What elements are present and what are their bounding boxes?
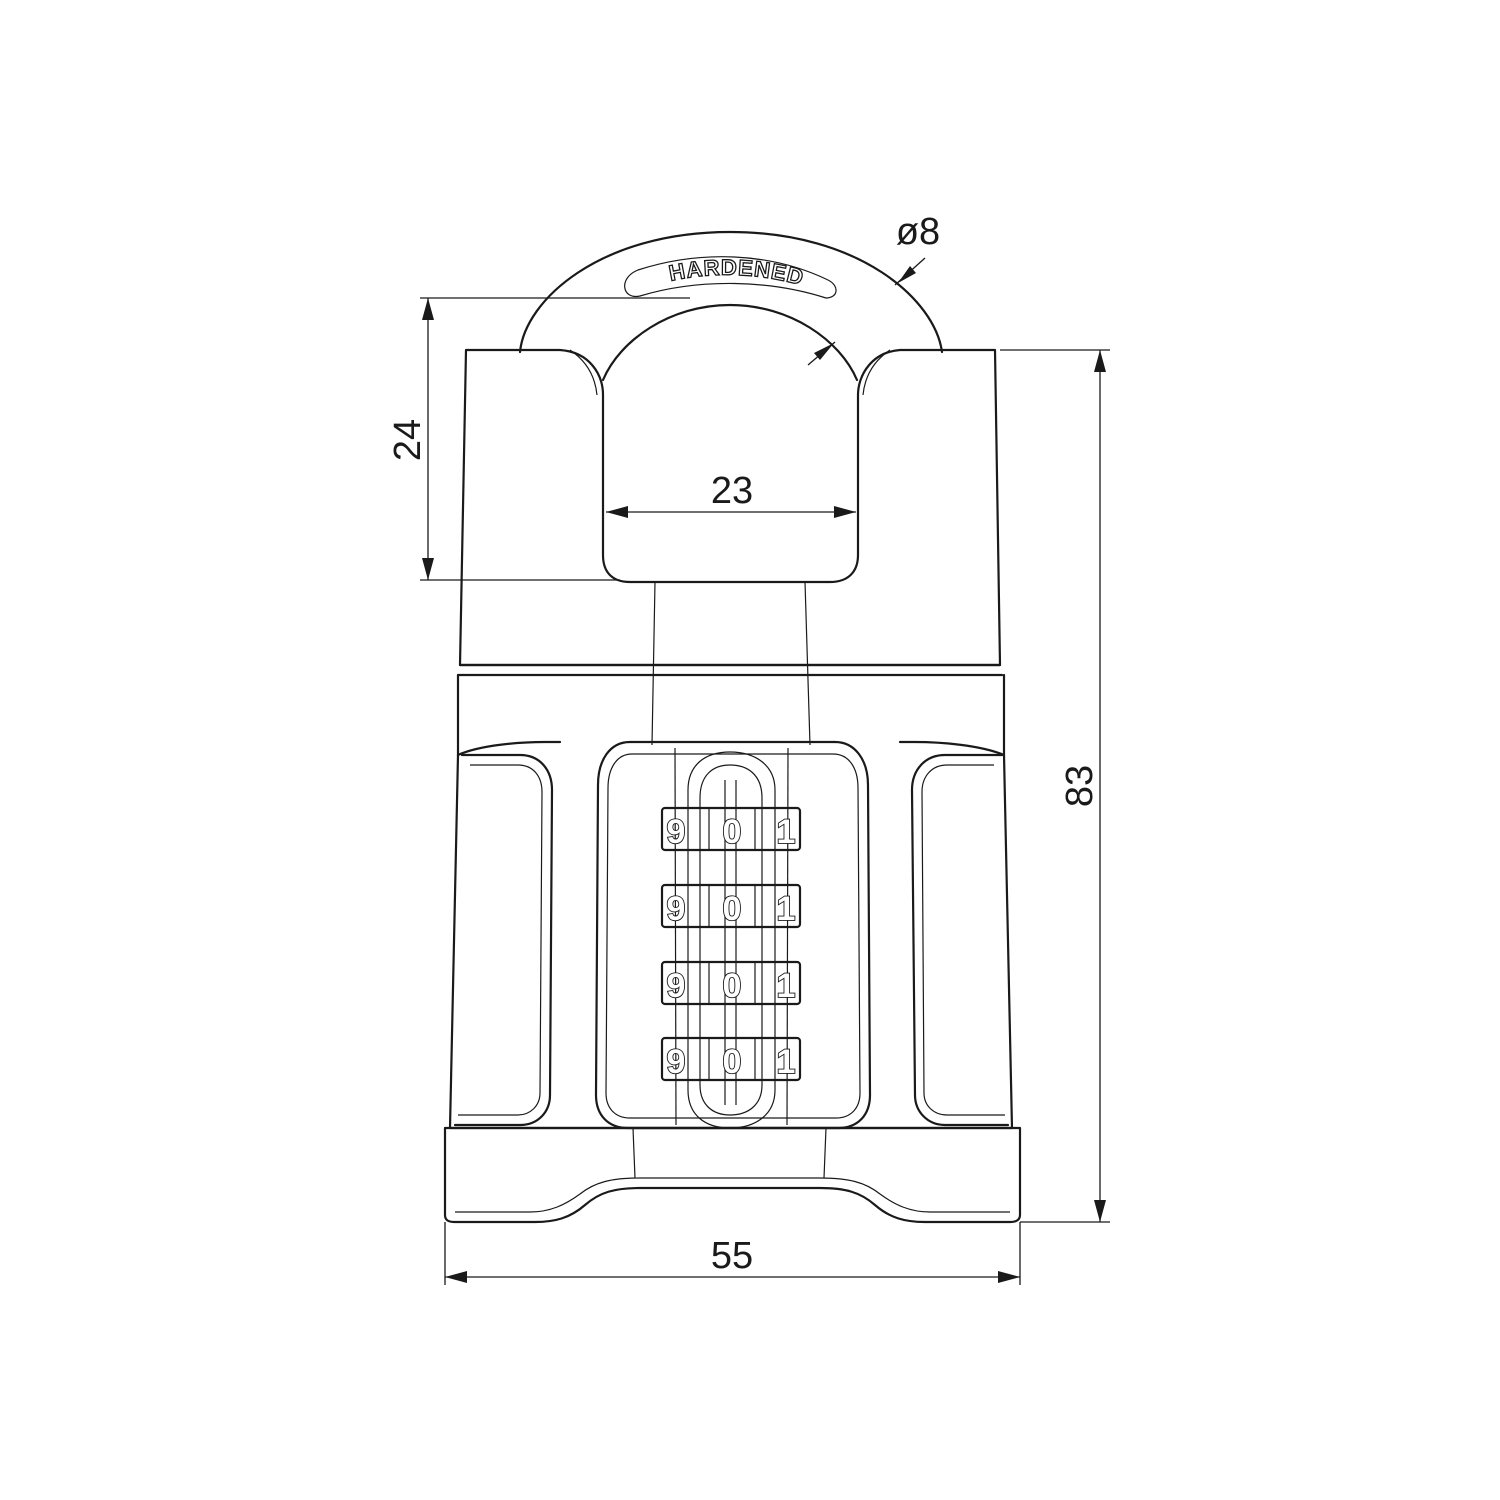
dial-3[interactable]: 9 0 1 — [660, 960, 802, 1006]
shackle: HARDENED — [518, 230, 944, 382]
dial-2-digit-c: 1 — [777, 890, 796, 928]
dimension-label-diameter: ø8 — [896, 211, 940, 253]
dial-2[interactable]: 9 0 1 — [660, 883, 802, 929]
dial-1-digit-a: 9 — [667, 813, 686, 851]
hardened-stamp-text: HARDENED — [667, 255, 807, 290]
dimension-label-24: 24 — [387, 419, 429, 461]
dial-3-digit-b: 0 — [723, 967, 742, 1005]
dial-2-digit-b: 0 — [723, 890, 742, 928]
dial-3-digit-c: 1 — [777, 967, 796, 1005]
dimension-shackle-diameter: ø8 — [807, 211, 940, 366]
dimension-label-23: 23 — [711, 470, 753, 512]
dial-1[interactable]: 9 0 1 — [660, 806, 802, 852]
dial-4-digit-c: 1 — [777, 1043, 796, 1081]
dimension-overall-height: 83 — [1000, 349, 1110, 1223]
dial-1-digit-c: 1 — [777, 813, 796, 851]
lock-base — [443, 1126, 1022, 1224]
dial-4-digit-b: 0 — [723, 1043, 742, 1081]
dimension-inner-width: 23 — [606, 470, 856, 518]
dial-3-digit-a: 9 — [667, 967, 686, 1005]
dimension-label-55: 55 — [711, 1235, 753, 1277]
dial-2-digit-a: 9 — [667, 890, 686, 928]
dial-1-digit-b: 0 — [723, 813, 742, 851]
dial-4[interactable]: 9 0 1 — [660, 1036, 802, 1082]
hardened-stamp-outline — [624, 256, 837, 299]
dimension-body-width: 55 — [444, 1222, 1021, 1285]
combination-dials: 9 0 1 9 0 1 9 0 1 9 0 1 — [660, 806, 802, 1082]
dial-4-digit-a: 9 — [667, 1043, 686, 1081]
dimension-label-83: 83 — [1059, 765, 1101, 807]
lock-body — [448, 348, 1014, 1130]
dimension-shackle-clearance: 24 — [387, 297, 690, 581]
